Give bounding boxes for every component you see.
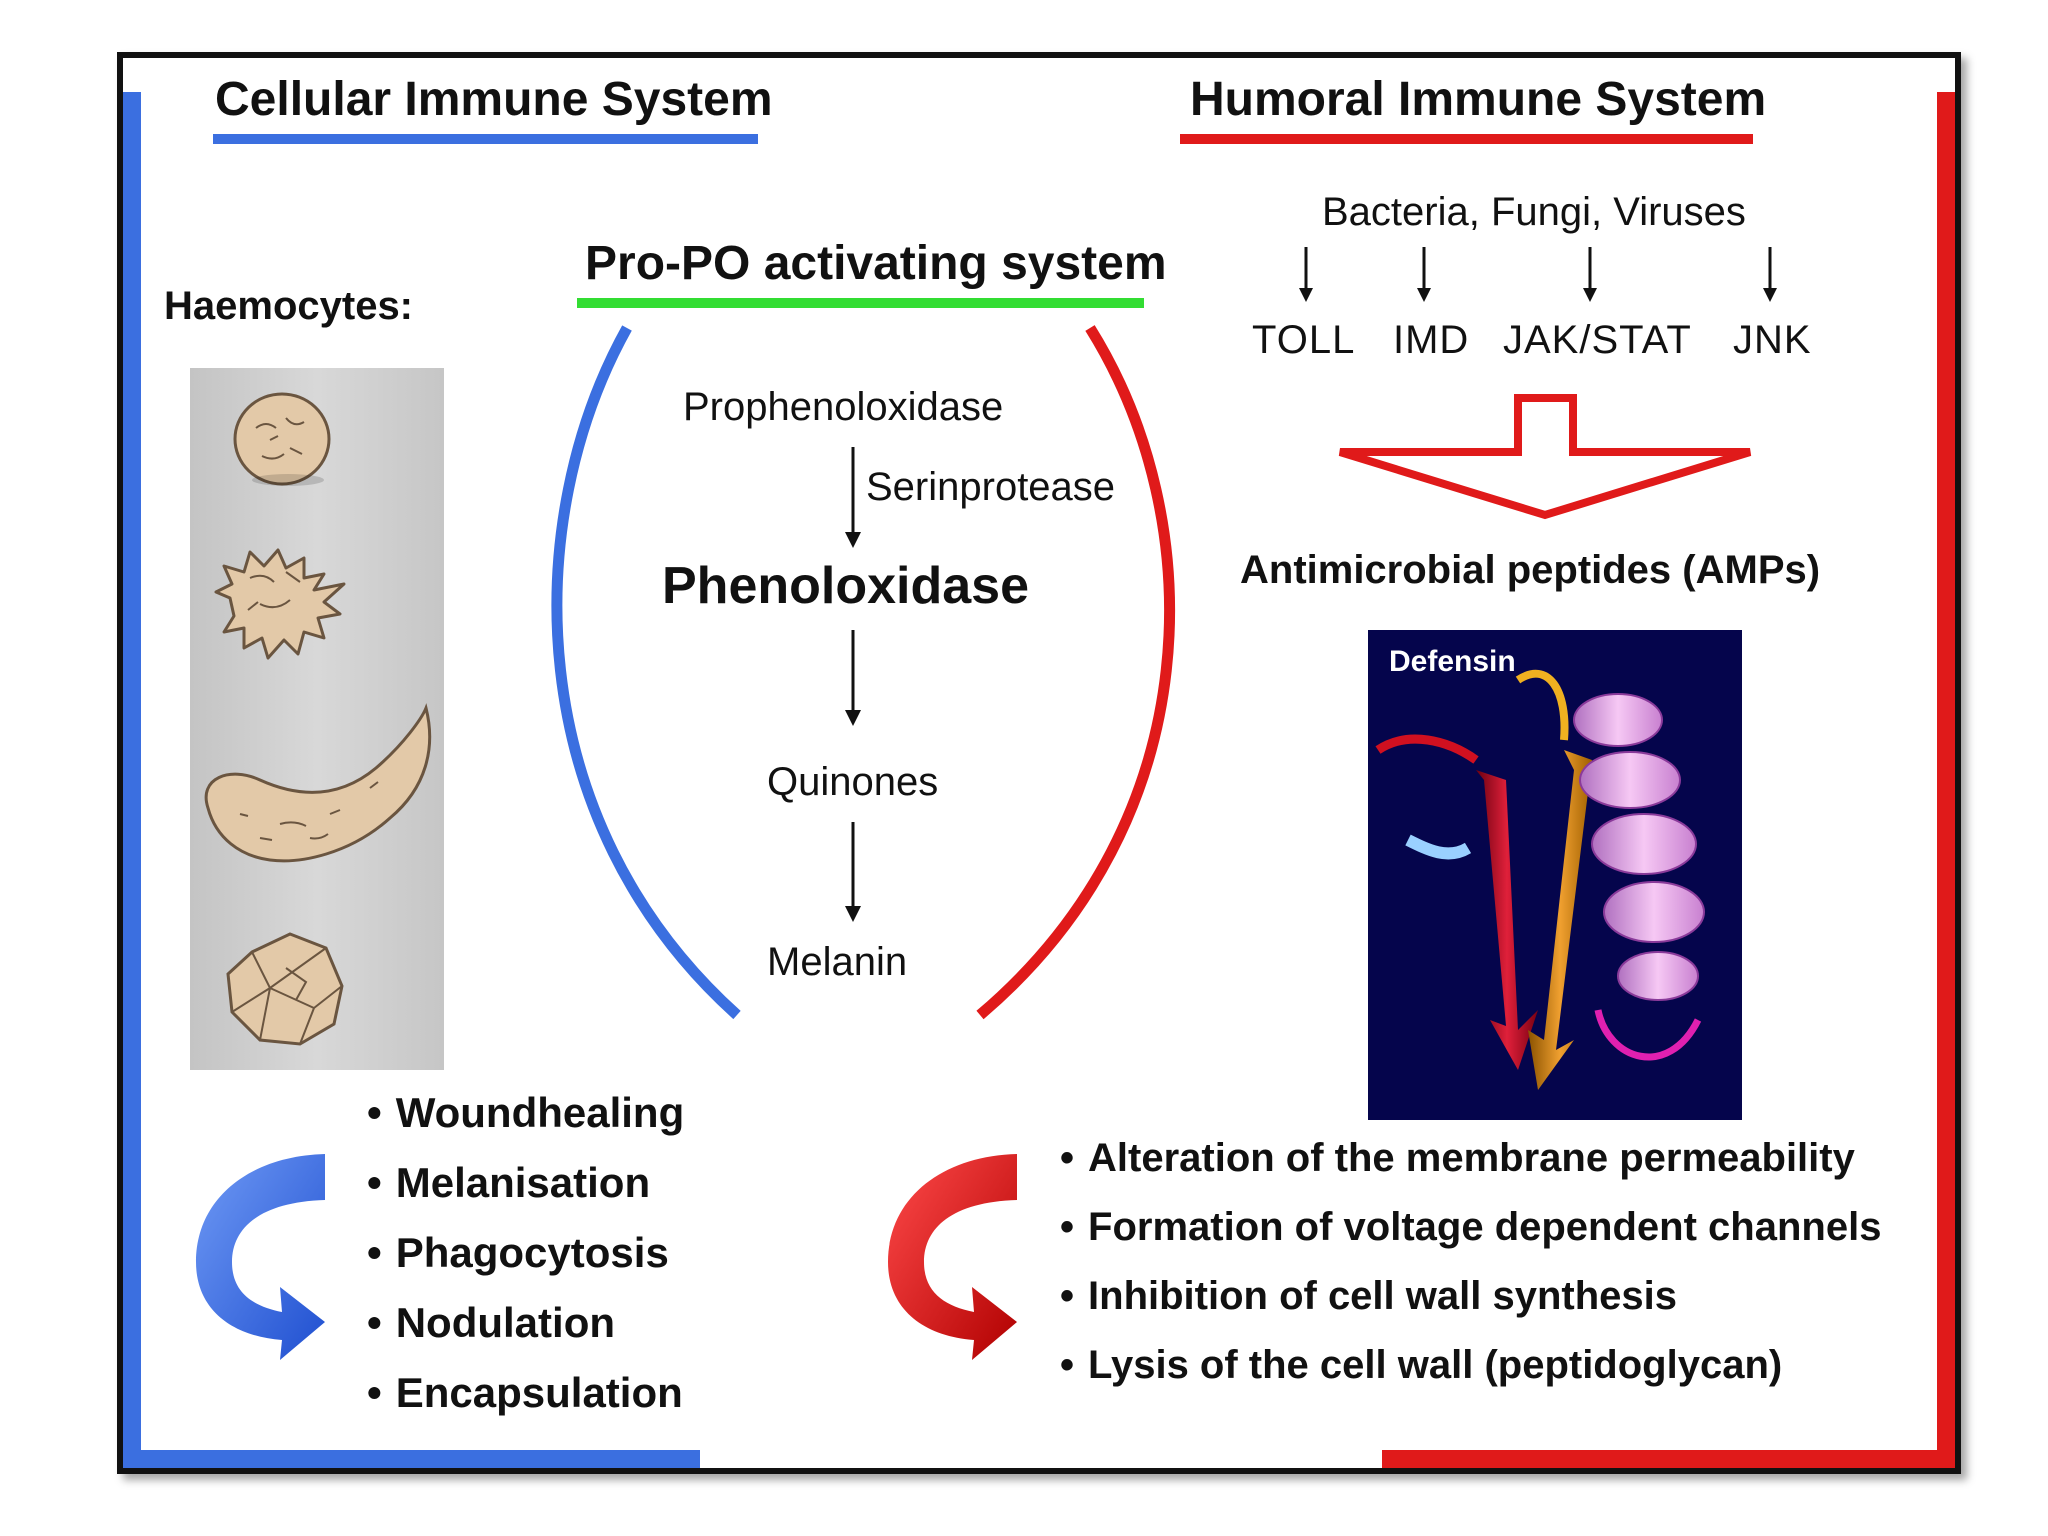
crystal-cell-icon bbox=[226, 932, 344, 1046]
cellular-title-underline bbox=[213, 134, 758, 144]
pathway-jak-stat: JAK/STAT bbox=[1503, 318, 1692, 362]
cascade-arrow-2 bbox=[845, 630, 861, 726]
pathogen-arrow-jakstat bbox=[1583, 247, 1597, 302]
spiky-haemocyte-icon bbox=[214, 548, 346, 660]
defensin-structure-image bbox=[1368, 630, 1742, 1120]
amp-label: Antimicrobial peptides (AMPs) bbox=[1240, 548, 1821, 592]
defensin-beta-sheet bbox=[1476, 750, 1592, 1090]
propo-title-underline bbox=[577, 298, 1144, 308]
propo-right-arc bbox=[976, 325, 1176, 1020]
pathogen-arrow-jnk bbox=[1763, 247, 1777, 302]
list-item: Inhibition of cell wall synthesis bbox=[1060, 1262, 1881, 1331]
cascade-arrow-3 bbox=[845, 822, 861, 922]
prophenoloxidase-label: Prophenoloxidase bbox=[683, 385, 1004, 429]
list-item: Woundhealing bbox=[367, 1078, 685, 1148]
list-item: Lysis of the cell wall (peptidoglycan) bbox=[1060, 1331, 1881, 1400]
haemocytes-panel bbox=[190, 368, 444, 1070]
propo-title: Pro-PO activating system bbox=[585, 237, 1167, 290]
pathogen-arrow-toll bbox=[1299, 247, 1313, 302]
melanin-label: Melanin bbox=[767, 940, 908, 984]
defensin-loop-strands bbox=[1375, 669, 1702, 1061]
phenoloxidase-label: Phenoloxidase bbox=[662, 557, 1029, 615]
pathway-imd: IMD bbox=[1393, 318, 1470, 362]
quinones-label: Quinones bbox=[767, 760, 939, 804]
humoral-title-underline bbox=[1180, 134, 1753, 144]
humoral-curved-arrow-icon bbox=[888, 1154, 1017, 1360]
haemocytes-label: Haemocytes: bbox=[164, 284, 414, 328]
cellular-left-bar bbox=[123, 92, 141, 1468]
cascade-arrow-1 bbox=[845, 447, 861, 548]
humoral-bottom-bar bbox=[1382, 1450, 1955, 1468]
propo-left-arc bbox=[551, 325, 741, 1020]
diagram-frame bbox=[117, 52, 1961, 1474]
defensin-alpha-helix bbox=[1573, 693, 1705, 1001]
pathogen-arrow-imd bbox=[1417, 247, 1431, 302]
amp-effects-list: Alteration of the membrane permeability … bbox=[1060, 1124, 1881, 1400]
pathways-to-amp-arrow-icon bbox=[1338, 394, 1752, 520]
cellular-function-list: Woundhealing Melanisation Phagocytosis N… bbox=[367, 1078, 685, 1428]
list-item: Formation of voltage dependent channels bbox=[1060, 1193, 1881, 1262]
pathway-jnk: JNK bbox=[1733, 318, 1812, 362]
cellular-bottom-bar bbox=[123, 1450, 700, 1468]
cellular-title: Cellular Immune System bbox=[215, 73, 773, 126]
list-item: Alteration of the membrane permeability bbox=[1060, 1124, 1881, 1193]
elongated-haemocyte-icon bbox=[204, 703, 432, 863]
cellular-curved-arrow-icon bbox=[196, 1154, 325, 1360]
list-item: Nodulation bbox=[367, 1288, 684, 1358]
serinprotease-label: Serinprotease bbox=[866, 465, 1116, 509]
list-item: Phagocytosis bbox=[367, 1218, 684, 1288]
pathway-toll: TOLL bbox=[1252, 318, 1356, 362]
humoral-right-bar bbox=[1937, 92, 1955, 1468]
defensin-label: Defensin bbox=[1389, 645, 1516, 678]
list-item: Melanisation bbox=[367, 1148, 684, 1218]
round-haemocyte-icon bbox=[233, 392, 331, 486]
pathogens-label: Bacteria, Fungi, Viruses bbox=[1322, 190, 1746, 234]
humoral-title: Humoral Immune System bbox=[1190, 73, 1767, 126]
list-item: Encapsulation bbox=[367, 1358, 684, 1428]
